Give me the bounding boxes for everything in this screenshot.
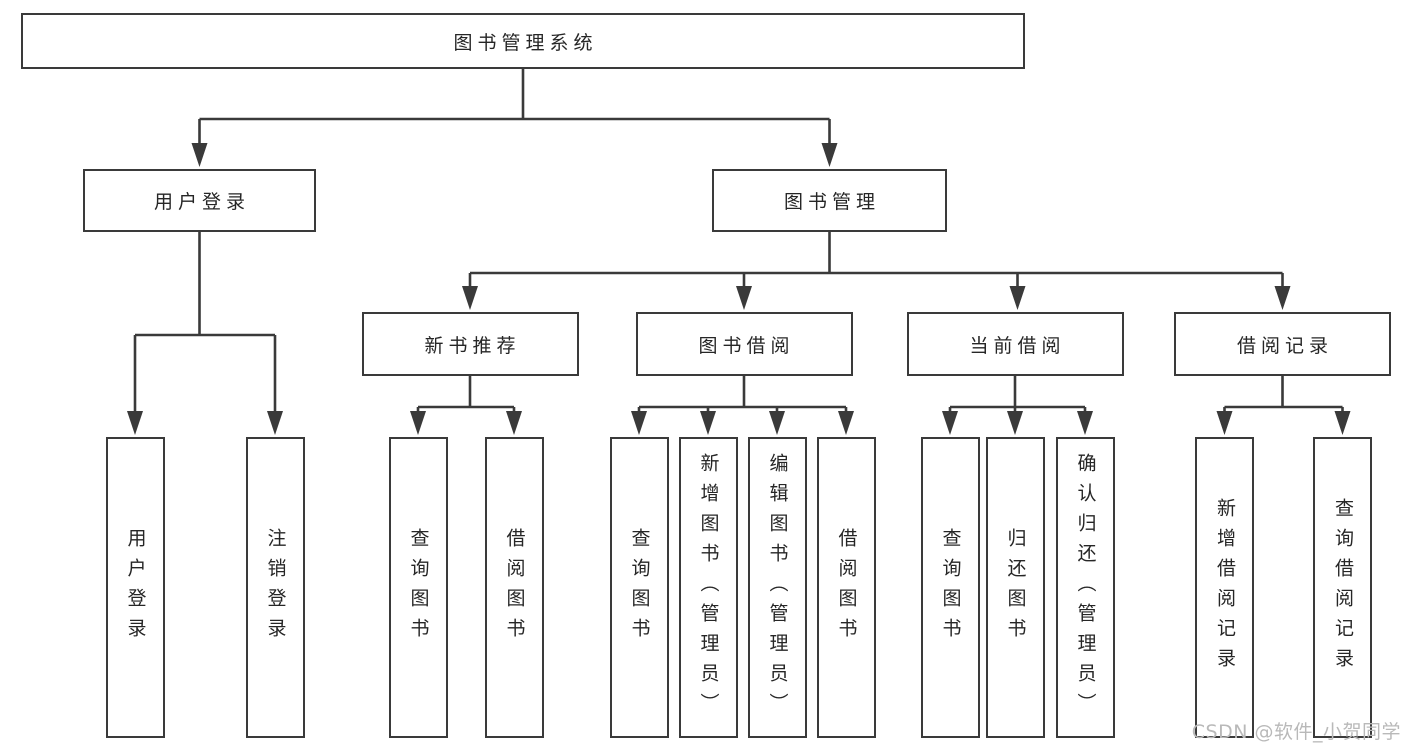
- leaf-borrow-borrow-books: 借阅图书: [816, 437, 876, 738]
- csdn-watermark: CSDN @软件_小贺同学: [1191, 721, 1401, 743]
- leaf-current-query-books: 查询图书: [920, 437, 980, 738]
- node-book-borrow: 图书借阅: [635, 312, 853, 376]
- leaf-records-add-record: 新增借阅记录: [1195, 437, 1254, 738]
- leaf-records-query-record: 查询借阅记录: [1313, 437, 1372, 738]
- leaf-newbook-borrow-books: 借阅图书: [484, 437, 544, 738]
- leaf-current-confirm-return: 确认归还（管理员）: [1055, 437, 1115, 738]
- leaf-current-return-books: 归还图书: [985, 437, 1045, 738]
- leaf-user-login: 用户登录: [105, 437, 165, 738]
- node-book-management: 图书管理: [712, 169, 947, 232]
- node-root: 图书管理系统: [21, 13, 1025, 69]
- leaf-borrow-edit-books: 编辑图书（管理员）: [747, 437, 807, 738]
- leaf-borrow-add-books: 新增图书（管理员）: [678, 437, 738, 738]
- node-borrow-records: 借阅记录: [1174, 312, 1391, 376]
- node-new-book-recommend: 新书推荐: [361, 312, 579, 376]
- node-current-borrow: 当前借阅: [906, 312, 1124, 376]
- leaf-newbook-query-books: 查询图书: [388, 437, 448, 738]
- node-user-login: 用户登录: [83, 169, 316, 232]
- leaf-logout: 注销登录: [245, 437, 305, 738]
- leaf-borrow-query-books: 查询图书: [609, 437, 669, 738]
